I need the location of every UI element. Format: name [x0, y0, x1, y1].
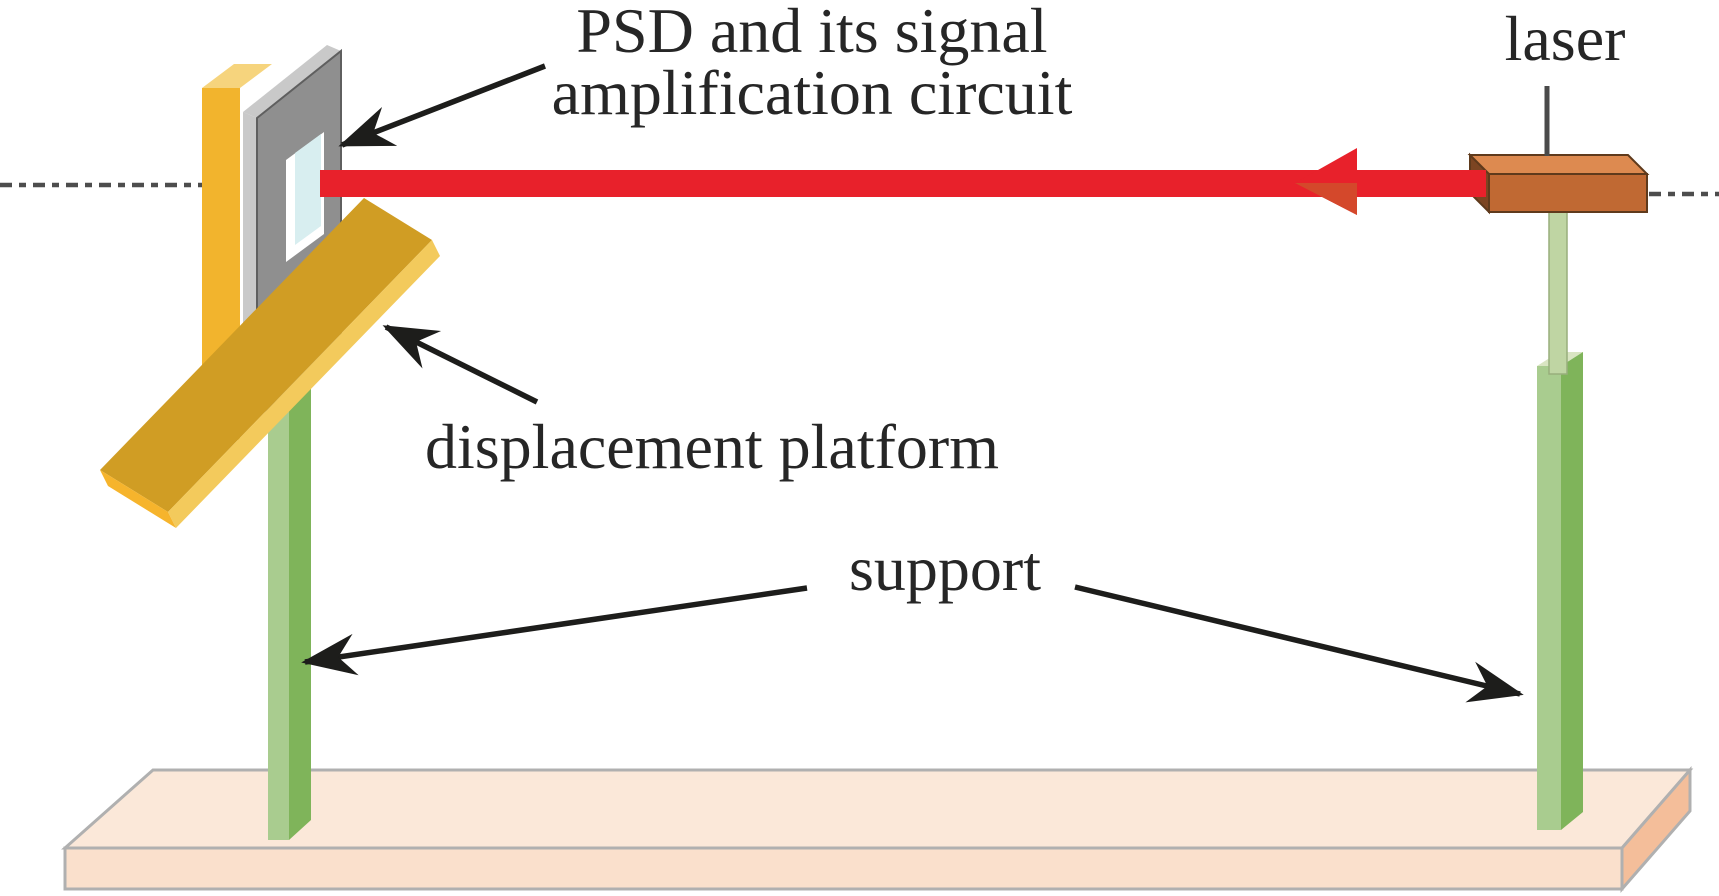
- psd-label-line1: PSD and its signal: [576, 0, 1048, 66]
- laser-box-top-face: [1467, 154, 1650, 175]
- base-plate: [61, 765, 1694, 894]
- laser-beam-arrowhead-shade: [1295, 183, 1357, 215]
- optical-axis: [0, 182, 1719, 197]
- displacement-platform-label: displacement platform: [424, 411, 1000, 482]
- right-support-post: [1537, 352, 1583, 830]
- displacement-label-arrow: [382, 324, 539, 405]
- laser-box: [1467, 152, 1650, 215]
- left-support-post: [268, 348, 311, 840]
- right-post-front-face: [1537, 366, 1561, 830]
- psd-board-top-edge: [243, 45, 341, 118]
- laser-box-front-face: [1488, 173, 1648, 213]
- platform-side-strip: [168, 240, 440, 528]
- support-label: support: [849, 533, 1041, 604]
- left-post-front-face: [268, 360, 289, 840]
- laser-mount-rod: [1548, 209, 1568, 375]
- psd-label: PSD and its signal amplification circuit: [512, 0, 1112, 128]
- laser-beam: [320, 148, 1486, 215]
- annotation-arrows: [301, 63, 1524, 703]
- psd-mount-bar-top-face: [202, 64, 272, 88]
- support-right-arrow: [1074, 584, 1524, 703]
- platform-end-cap: [100, 470, 176, 528]
- laser-beam-ray: [320, 170, 1486, 197]
- psd-label-line2: amplification circuit: [551, 57, 1073, 128]
- psd-sensor-face: [295, 134, 321, 245]
- displacement-platform-bar: [100, 198, 440, 528]
- right-post-side-face: [1561, 352, 1583, 830]
- laser-label: laser: [1504, 3, 1626, 74]
- support-left-arrow: [301, 585, 808, 676]
- psd-sensor: [286, 132, 324, 262]
- platform-top-face: [100, 198, 432, 512]
- left-post-side-face: [289, 348, 311, 840]
- psd-label-arrow: [338, 63, 546, 148]
- base-plate-front-face: [63, 846, 1624, 891]
